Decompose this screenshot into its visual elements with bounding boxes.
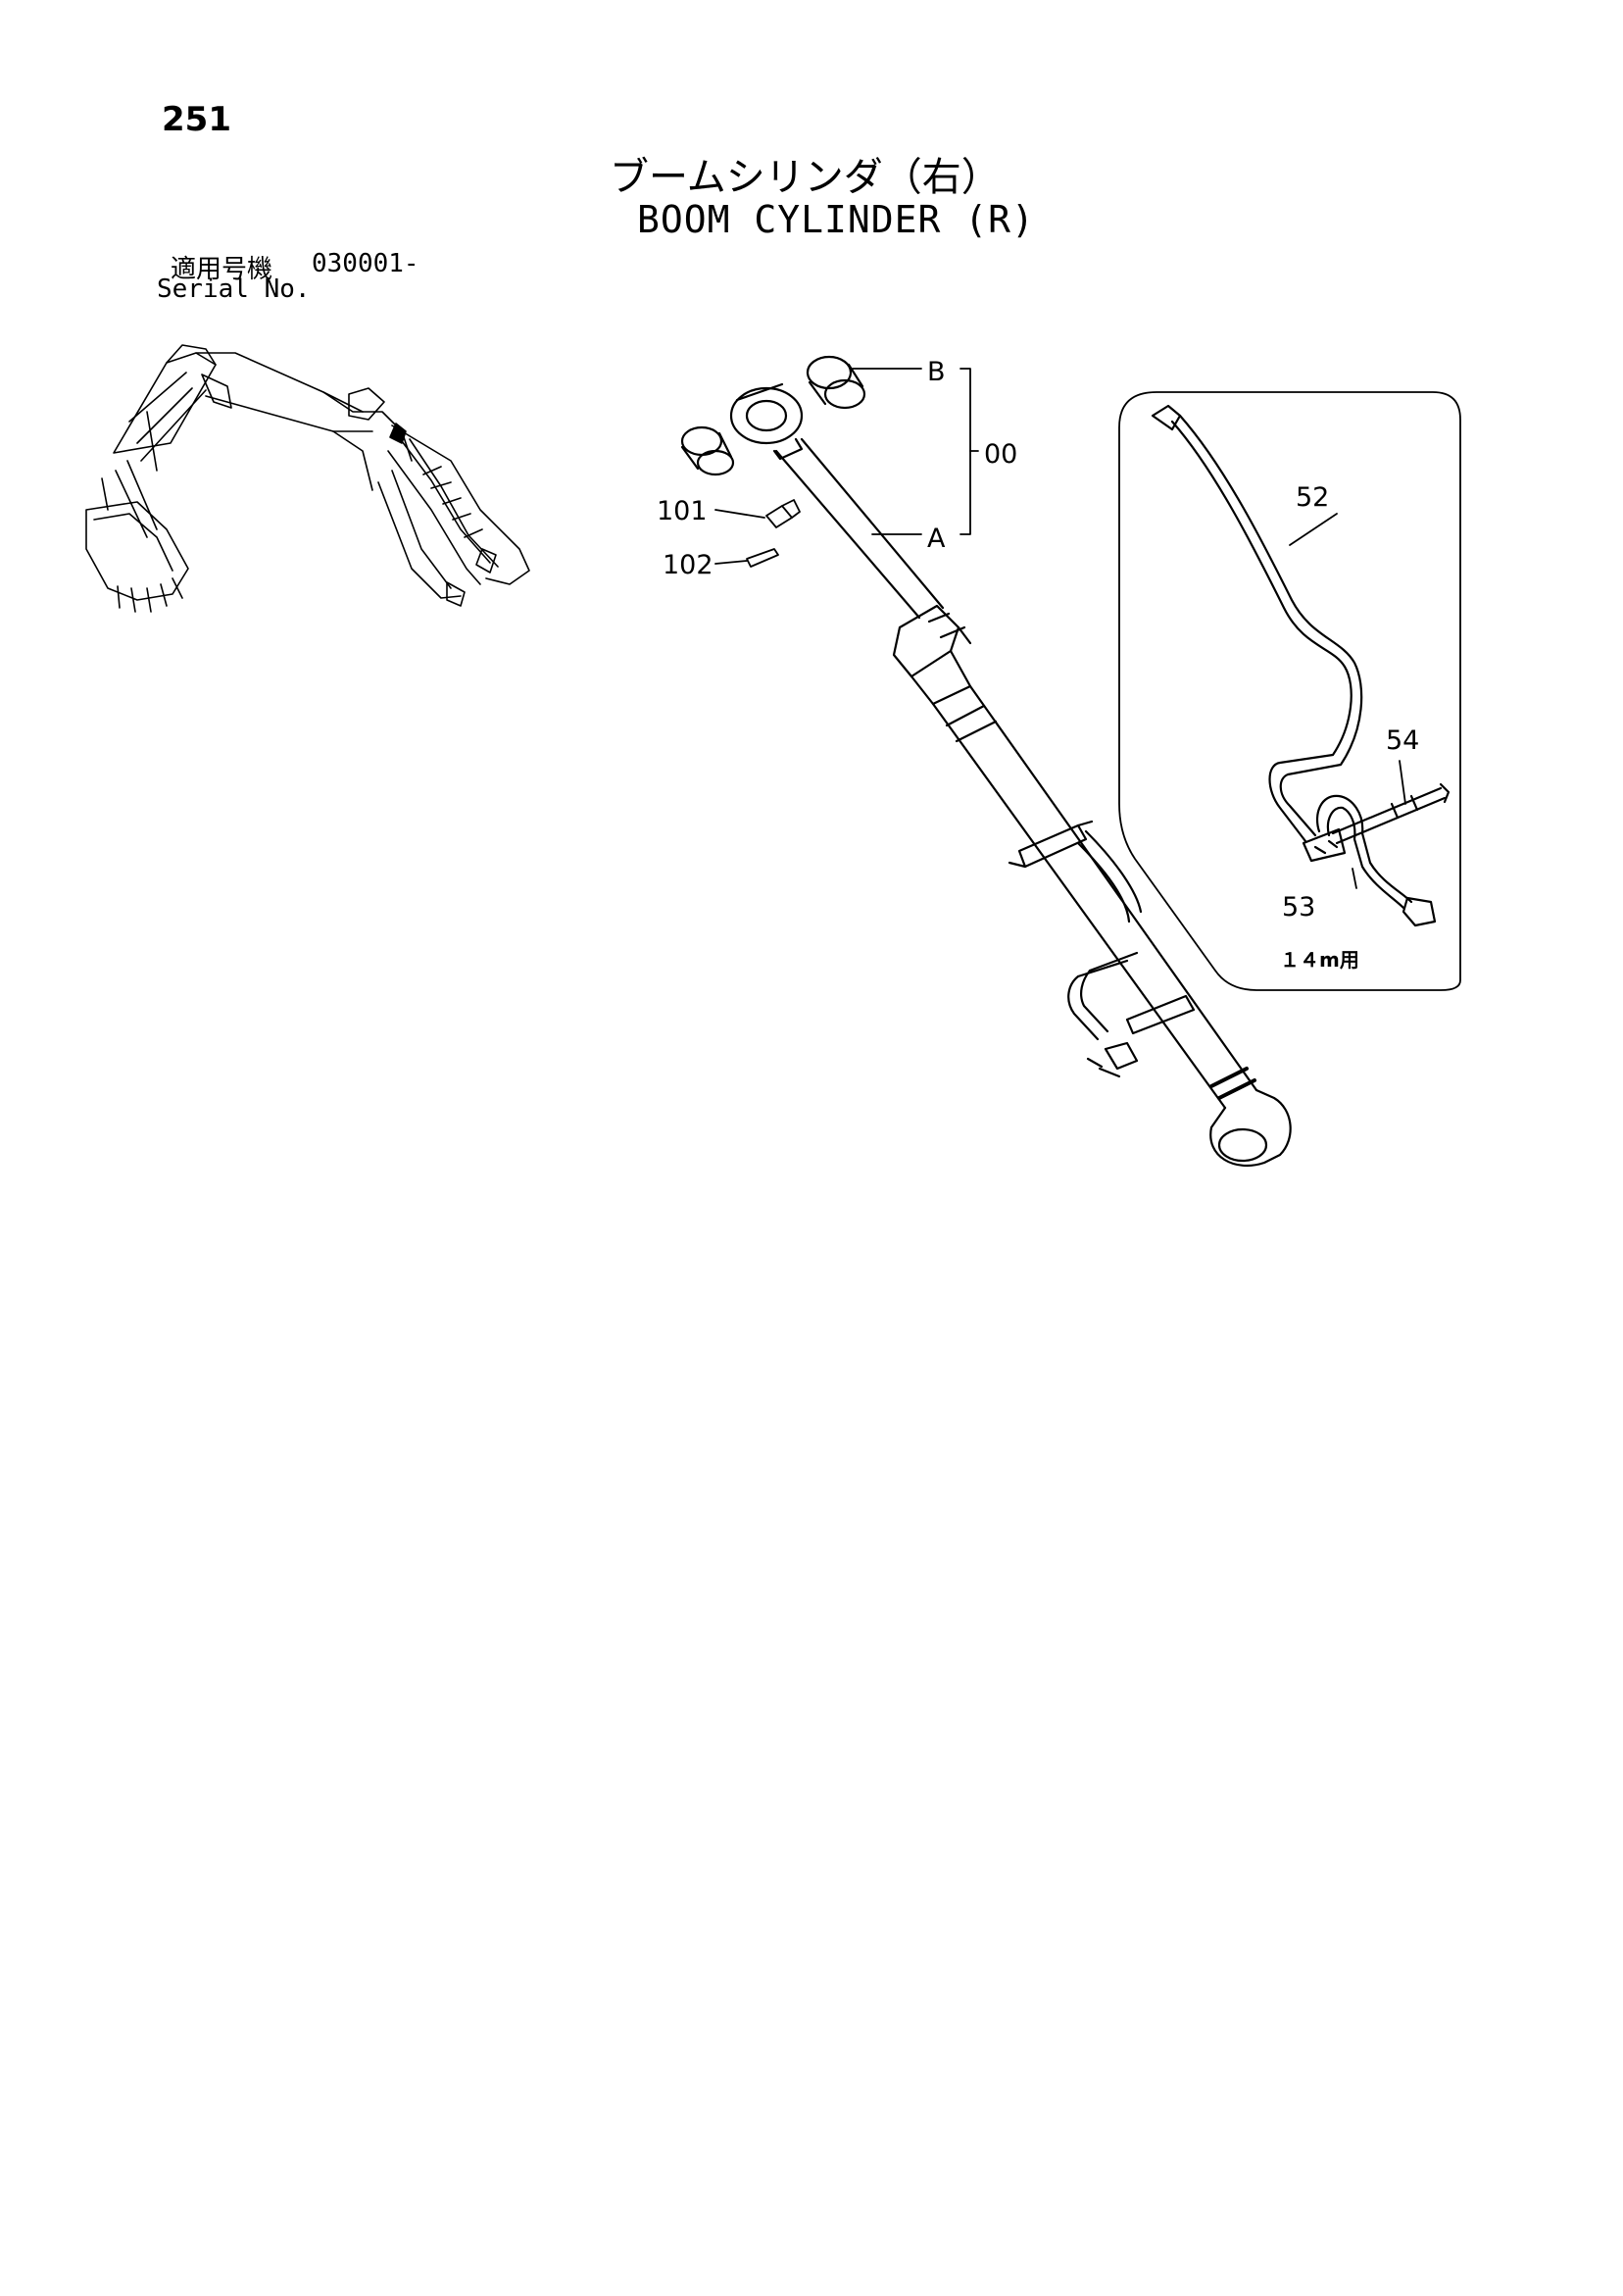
serial-label-japanese: 適用号機 — [171, 255, 273, 284]
callout-54: 54 — [1386, 725, 1419, 756]
boom-cylinder-illustration — [680, 355, 1292, 1168]
callout-101: 101 — [657, 496, 708, 526]
title-japanese: ブームシリンダ（右） — [610, 155, 1001, 200]
serial-label-english: Serial No. — [157, 275, 311, 304]
callout-52: 52 — [1296, 482, 1329, 513]
variant-inset-box — [1118, 391, 1461, 991]
excavator-overview-illustration — [85, 344, 530, 613]
page-number: 251 — [162, 100, 231, 139]
callout-leaders — [714, 368, 979, 565]
callout-assembly: 00 — [984, 439, 1017, 470]
callout-a: A — [927, 524, 946, 554]
serial-number-value: 030001- — [312, 249, 419, 278]
callout-b: B — [927, 357, 946, 387]
pin-parts-illustration — [746, 499, 801, 568]
inset-note: １４m用 — [1280, 948, 1359, 972]
title-english: BOOM CYLINDER (R) — [637, 198, 1035, 241]
callout-102: 102 — [663, 550, 713, 580]
callout-53: 53 — [1282, 892, 1315, 923]
